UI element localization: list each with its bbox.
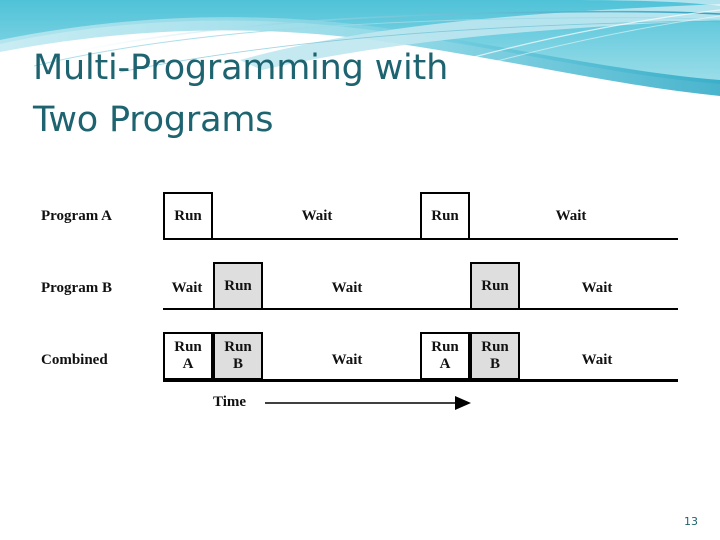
segment-label: Run [224,339,252,355]
segment-run-combined-a2: Run A [420,332,470,380]
segment-wait-a1: Wait [301,208,333,224]
row-label-program-b: Program B [41,280,112,296]
page-number: 13 [684,515,698,528]
segment-label: Run [174,207,202,224]
segment-label: Run [431,207,459,224]
segment-label: Run [431,339,459,355]
segment-wait-a2: Wait [555,208,587,224]
segment-wait-combined-1: Wait [331,352,363,368]
timeline-row-combined: Combined Run A Run B Wait Run A Run B Wa… [37,328,678,384]
segment-run-combined-b1: Run B [213,332,263,380]
row-baseline-a [163,238,678,240]
segment-label: Run [224,277,252,294]
segment-label: Run [481,277,509,294]
segment-sublabel: B [232,356,243,372]
segment-wait-combined-2: Wait [581,352,613,368]
segment-sublabel: B [489,356,500,372]
title-line-1: Multi-Programming with [33,48,449,88]
segment-run-b2: Run [470,262,520,310]
segment-sublabel: A [439,356,451,372]
segment-run-b1: Run [213,262,263,310]
segment-run-combined-b2: Run B [470,332,520,380]
segment-sublabel: A [182,356,194,372]
timeline-row-program-b: Program B Wait Run Wait Run Wait [37,258,678,312]
page-title: Multi-Programming with Two Programs [33,42,593,146]
title-line-2: Two Programs [33,100,274,140]
row-baseline-combined [163,379,678,382]
timeline-row-program-a: Program A Run Wait Run Wait [37,188,678,242]
segment-wait-b2: Wait [331,280,363,296]
row-label-program-a: Program A [41,208,112,224]
right-arrow-icon [265,394,475,417]
segment-run-a1: Run [163,192,213,240]
row-baseline-b [163,308,678,310]
time-axis-label: Time [213,394,247,410]
segment-label: Run [481,339,509,355]
segment-wait-b1: Wait [171,280,203,296]
segment-wait-b3: Wait [581,280,613,296]
row-label-combined: Combined [41,352,108,368]
segment-run-combined-a1: Run A [163,332,213,380]
segment-label: Run [174,339,202,355]
multiprogramming-timeline-diagram: Program A Run Wait Run Wait Program B Wa… [37,188,678,419]
segment-run-a2: Run [420,192,470,240]
